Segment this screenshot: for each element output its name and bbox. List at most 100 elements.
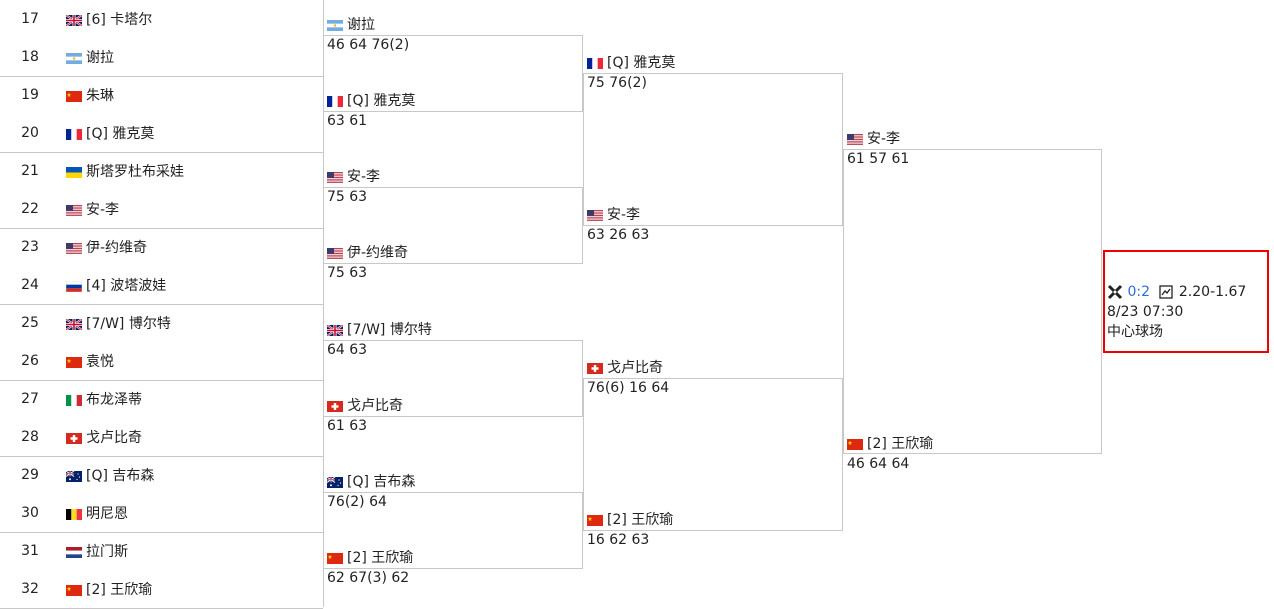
slot-player[interactable]: [2] 王欣瑜 — [587, 510, 673, 530]
slot-player-name: [7/W] 博尔特 — [347, 322, 432, 338]
draw-pair — [0, 380, 323, 457]
slot-player[interactable]: [Q] 吉布森 — [327, 472, 415, 492]
head-to-head-link[interactable]: 0:2 — [1127, 284, 1150, 300]
slot-player[interactable]: 谢拉 — [327, 15, 409, 35]
draw-position: 30 — [21, 505, 39, 521]
player-name[interactable]: 谢拉 — [66, 47, 114, 67]
player-name-text: 斯塔罗杜布采娃 — [86, 164, 184, 180]
match-score: 62 67(3) 62 — [327, 570, 410, 586]
au-flag-icon — [66, 470, 82, 482]
match-box-r2-2 — [323, 187, 583, 264]
player-name-text: [Q] 吉布森 — [86, 468, 155, 484]
match-slot[interactable]: [2] 王欣瑜 62 67(3) 62 — [327, 548, 413, 588]
match-score: 46 64 64 — [847, 456, 910, 472]
draw-entry[interactable]: 32[2] 王欣瑜 — [0, 570, 323, 608]
draw-position: 29 — [21, 467, 39, 483]
cn-flag-icon — [587, 514, 603, 526]
player-name[interactable]: 戈卢比奇 — [66, 427, 142, 447]
slot-player[interactable]: 安-李 — [587, 205, 649, 225]
gb-flag-icon — [327, 324, 343, 336]
slot-player-name: [Q] 雅克莫 — [347, 93, 416, 109]
player-name[interactable]: 斯塔罗杜布采娃 — [66, 161, 184, 181]
player-name-text: 布龙泽蒂 — [86, 392, 142, 408]
player-name[interactable]: [Q] 吉布森 — [66, 465, 154, 485]
slot-player[interactable]: 戈卢比奇 — [587, 358, 669, 378]
match-box-r2-1 — [323, 35, 583, 112]
match-box-r2-3 — [323, 340, 583, 417]
odds-text: 2.20-1.67 — [1178, 284, 1247, 300]
match-slot[interactable]: 谢拉 46 64 76(2) — [327, 15, 409, 55]
match-slot[interactable]: 安-李 75 63 — [327, 167, 380, 207]
draw-entry[interactable]: 25 [7/W] 博尔特 — [0, 304, 323, 342]
player-name[interactable]: 明尼恩 — [66, 503, 128, 523]
ru-flag-icon — [66, 280, 82, 292]
player-name[interactable]: 袁悦 — [66, 351, 114, 371]
player-name-text: 伊-约维奇 — [86, 240, 148, 256]
player-name[interactable]: [7/W] 博尔特 — [66, 313, 171, 333]
player-name[interactable]: 拉门斯 — [66, 541, 128, 561]
head-to-head-icon[interactable] — [1107, 284, 1123, 300]
player-name-text: 袁悦 — [86, 354, 114, 370]
us-flag-icon — [847, 133, 863, 145]
slot-player[interactable]: [Q] 雅克莫 — [587, 53, 675, 73]
draw-position: 19 — [21, 87, 39, 103]
player-name[interactable]: 布龙泽蒂 — [66, 389, 142, 409]
player-name[interactable]: [4] 波塔波娃 — [66, 275, 166, 295]
draw-entry[interactable]: 30 明尼恩 — [0, 494, 323, 532]
player-name[interactable]: [Q] 雅克莫 — [66, 123, 154, 143]
draw-entry[interactable]: 19 朱琳 — [0, 76, 323, 114]
player-name[interactable]: 安-李 — [66, 199, 119, 219]
slot-player[interactable]: [Q] 雅克莫 — [327, 91, 415, 111]
slot-player[interactable]: 安-李 — [327, 167, 380, 187]
slot-player-name: 伊-约维奇 — [347, 245, 409, 261]
ch-flag-icon — [587, 362, 603, 374]
match-score: 46 64 76(2) — [327, 37, 410, 53]
player-name[interactable]: 朱琳 — [66, 85, 114, 105]
slot-player[interactable]: [2] 王欣瑜 — [327, 548, 413, 568]
slot-player[interactable]: 戈卢比奇 — [327, 396, 403, 416]
player-name[interactable]: [2] 王欣瑜 — [66, 579, 152, 599]
match-slot[interactable]: 戈卢比奇 76(6) 16 64 — [587, 358, 669, 398]
final-match-box[interactable]: 0:2 2.20-1.67 8/23 07:30 中心球场 — [1103, 250, 1269, 353]
slot-player[interactable]: 伊-约维奇 — [327, 243, 408, 263]
player-name[interactable]: 伊-约维奇 — [66, 237, 147, 257]
cn-flag-icon — [66, 90, 82, 102]
match-score: 76(6) 16 64 — [587, 380, 670, 396]
player-name-text: 朱琳 — [86, 88, 114, 104]
draw-entry[interactable]: 20[Q] 雅克莫 — [0, 114, 323, 152]
fr-flag-icon — [66, 128, 82, 140]
nl-flag-icon — [66, 546, 82, 558]
draw-entry[interactable]: 17[6] 卡塔尔 — [0, 0, 323, 38]
ch-flag-icon — [327, 400, 343, 412]
player-name-text: [4] 波塔波娃 — [86, 278, 167, 294]
draw-entry[interactable]: 24[4] 波塔波娃 — [0, 266, 323, 304]
match-slot[interactable]: [2] 王欣瑜 46 64 64 — [847, 434, 933, 474]
slot-player[interactable]: [2] 王欣瑜 — [847, 434, 933, 454]
match-court: 中心球场 — [1107, 324, 1163, 340]
player-name[interactable]: [6] 卡塔尔 — [66, 9, 152, 29]
draw-position: 25 — [21, 315, 39, 331]
slot-player[interactable]: [7/W] 博尔特 — [327, 320, 432, 340]
slot-player[interactable]: 安-李 — [847, 129, 909, 149]
odds-chart-icon[interactable] — [1158, 284, 1174, 300]
draw-entry[interactable]: 29 [Q] 吉布森 — [0, 456, 323, 494]
match-score: 75 63 — [327, 189, 368, 205]
